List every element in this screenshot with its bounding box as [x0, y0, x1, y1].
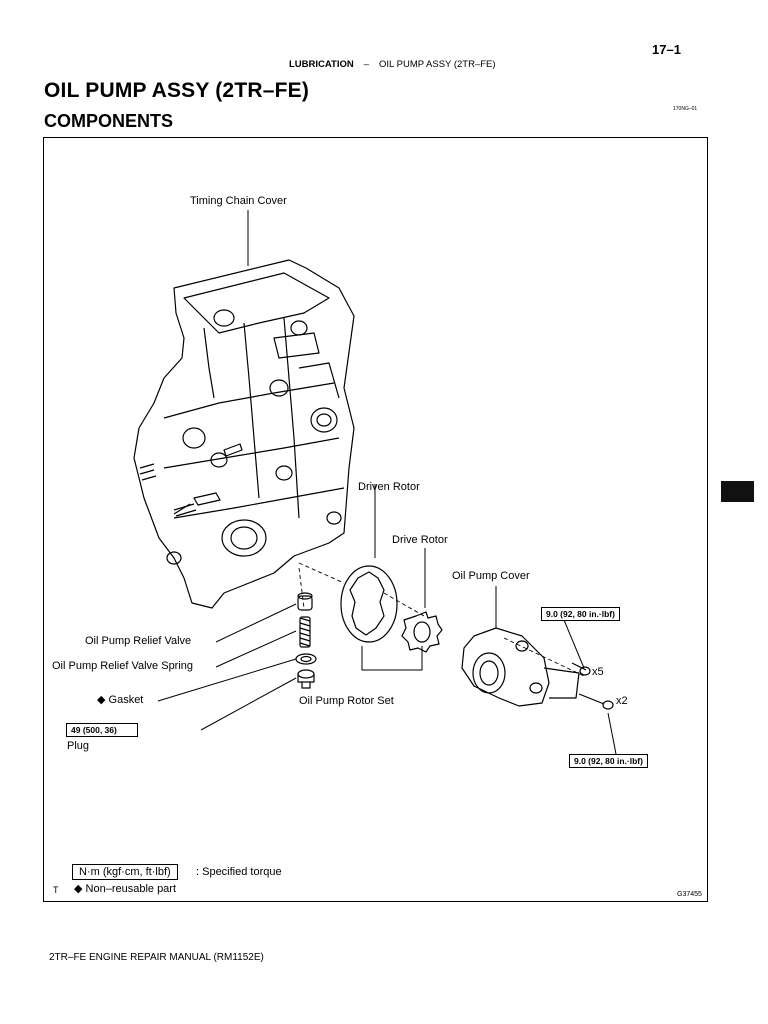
- label-oil-pump-rotor-set: Oil Pump Rotor Set: [299, 695, 394, 707]
- torque-box-plug: 49 (500, 36): [66, 723, 138, 737]
- label-plug: Plug: [67, 740, 90, 752]
- torque-box-cover-lower: 9.0 (92, 80 in.·lbf): [569, 754, 648, 768]
- label-timing-chain-cover: Timing Chain Cover: [190, 195, 287, 207]
- label-gasket: ◆ Gasket: [97, 694, 144, 706]
- label-oil-pump-cover: Oil Pump Cover: [452, 570, 530, 582]
- section-subtitle: OIL PUMP ASSY (2TR–FE): [379, 59, 496, 70]
- exploded-view-drawing: [133, 210, 617, 755]
- page-subtitle: COMPONENTS: [44, 111, 174, 131]
- label-drive-rotor: Drive Rotor: [392, 534, 448, 546]
- label-bolt-qty-x2: x2: [616, 695, 628, 707]
- legend-torque-description: : Specified torque: [196, 866, 282, 878]
- section-tab-marker: [721, 481, 754, 502]
- components-figure: Timing Chain Cover Driven Rotor Drive Ro…: [43, 137, 708, 902]
- section-header: LUBRICATION–OIL PUMP ASSY (2TR–FE): [289, 59, 496, 70]
- driven-rotor-drawing: [340, 565, 398, 643]
- drive-rotor-drawing: [401, 611, 443, 653]
- page-title: OIL PUMP ASSY (2TR–FE): [44, 79, 310, 102]
- cover-bolt-long-drawing: [578, 693, 614, 710]
- legend-non-reusable: ◆ Non–reusable part: [74, 883, 177, 895]
- label-driven-rotor: Driven Rotor: [358, 481, 420, 493]
- torque-box-cover-upper: 9.0 (92, 80 in.·lbf): [541, 607, 620, 621]
- page-footer: 2TR–FE ENGINE REPAIR MANUAL (RM1152E): [49, 952, 264, 963]
- legend-t-mark: T: [53, 885, 59, 895]
- illustration-id: G37455: [677, 891, 702, 898]
- legend-torque-unit-box: N·m (kgf·cm, ft·lbf): [72, 864, 178, 880]
- cover-bolt-short-drawing: [571, 662, 591, 676]
- gasket-drawing: [295, 653, 317, 665]
- label-bolt-qty-x5: x5: [592, 666, 604, 678]
- page-number: 17–1: [652, 42, 681, 57]
- timing-chain-cover-drawing: [133, 259, 355, 609]
- section-separator: –: [363, 59, 370, 70]
- relief-valve-drawing: [297, 592, 313, 611]
- figure-code: 170NG–01: [673, 106, 698, 112]
- relief-valve-spring-drawing: [299, 616, 311, 648]
- label-relief-valve: Oil Pump Relief Valve: [85, 635, 192, 647]
- label-relief-valve-spring: Oil Pump Relief Valve Spring: [52, 660, 194, 672]
- section-name: LUBRICATION: [289, 59, 354, 70]
- oil-pump-cover-drawing: [461, 627, 580, 707]
- plug-drawing: [297, 669, 315, 689]
